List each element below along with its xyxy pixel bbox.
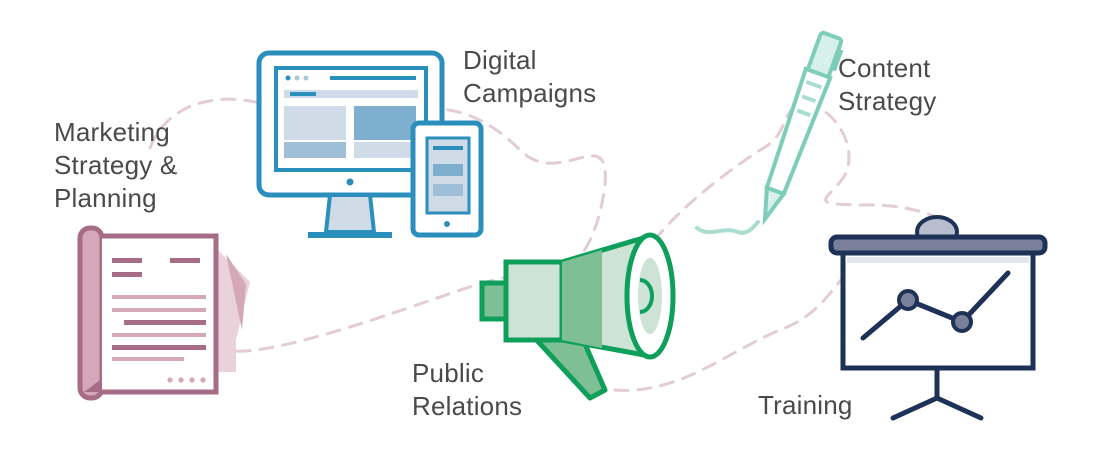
label-line: Training [758,390,853,420]
dashed-connector-path-3 [613,268,852,392]
document-scroll-icon [77,225,250,401]
desktop-and-tablet-icon [256,50,484,238]
label-line: Campaigns [463,78,597,108]
presentation-board-icon [828,215,1048,421]
label-line: Content [838,53,931,83]
label-line: Marketing [54,117,170,147]
label-line: Planning [54,183,157,213]
label-content-strategy: Content Strategy [838,52,936,118]
label-marketing-strategy: Marketing Strategy & Planning [54,116,177,215]
dashed-connector-path-2 [618,103,951,302]
label-line: Digital [463,45,537,75]
megaphone-icon [479,232,676,401]
pen-icon [695,30,844,235]
label-line: Relations [412,391,523,421]
label-digital-campaigns: Digital Campaigns [463,44,596,110]
label-line: Strategy & [54,150,178,180]
label-public-relations: Public Relations [412,357,522,423]
label-line: Public [412,358,485,388]
label-training: Training [758,389,853,422]
label-line: Strategy [838,86,937,116]
